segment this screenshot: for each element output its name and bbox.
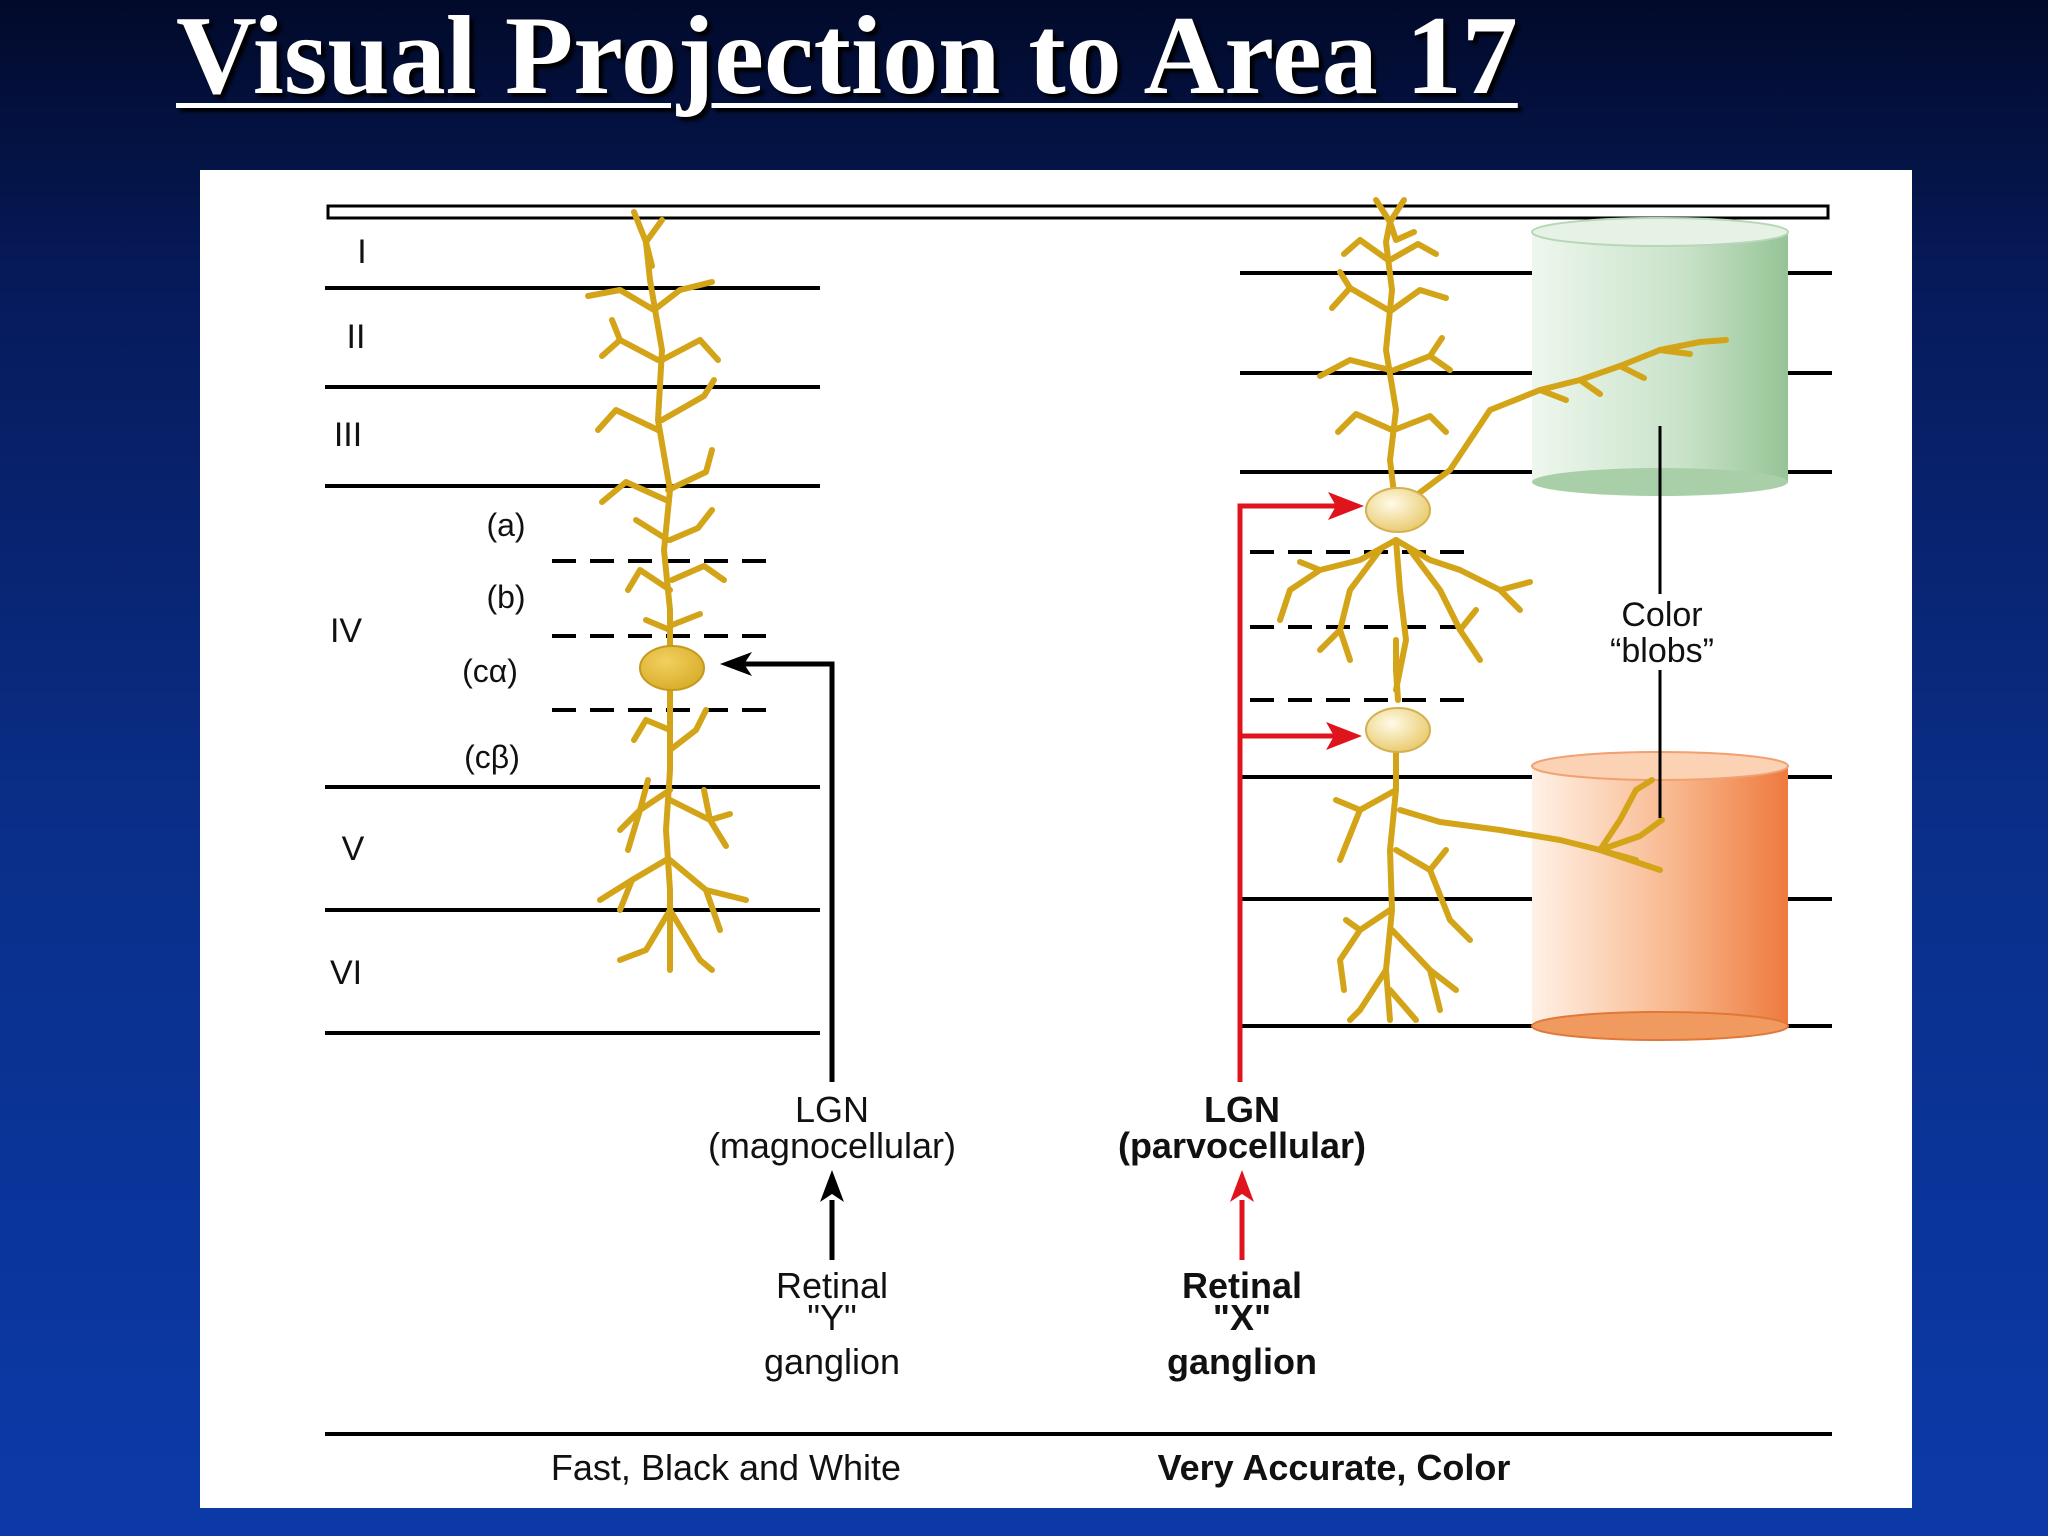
right-neuron-upper-soma: [1365, 487, 1431, 533]
pia-surface-bar: [326, 204, 1830, 220]
retinal-y-line1: Retinal: [776, 1265, 888, 1306]
lgn-magno-title: LGN: [795, 1089, 869, 1130]
layer-label-iv: IV: [330, 612, 362, 650]
right-neuron-lower-dendrites: [1333, 637, 1665, 1023]
sublayer-label-b: (b): [486, 579, 525, 615]
layer-label-v: V: [342, 830, 365, 868]
layer-label-ii: II: [347, 318, 366, 356]
magnocellular-arrow: [720, 652, 835, 1082]
sublayer-label-c-alpha: (cα): [462, 653, 518, 689]
lgn-parvo-subtitle: (parvocellular): [1118, 1125, 1366, 1166]
retinal-x-line2: "X": [1213, 1297, 1271, 1338]
left-neuron-soma: [639, 645, 705, 691]
retinal-x-line1: Retinal: [1182, 1265, 1302, 1306]
footer-left: Fast, Black and White: [551, 1447, 901, 1488]
lgn-parvo-title: LGN: [1204, 1089, 1280, 1130]
right-neuron-upper-dendrites: [1277, 197, 1729, 693]
left-layer-lines: [325, 286, 820, 1035]
sublayer-label-c-beta: (cβ): [464, 739, 520, 775]
layer-label-iii: III: [334, 416, 362, 454]
retinal-y-line2: "Y": [807, 1297, 857, 1338]
retinal-x-line3: ganglion: [1167, 1341, 1317, 1382]
right-neuron-lower-soma: [1365, 707, 1431, 753]
left-neuron-dendrites: [585, 209, 749, 973]
slide-title: Visual Projection to Area 17: [176, 0, 1518, 118]
retina-to-lgn-parvo-arrow: [1230, 1170, 1254, 1260]
parvocellular-arrows: [1237, 492, 1364, 1082]
layer-label-vi: VI: [330, 954, 362, 992]
sublayer-label-a: (a): [486, 507, 525, 543]
retinal-y-line3: ganglion: [764, 1341, 900, 1382]
layer-label-i: I: [357, 233, 366, 271]
color-blobs-label-line1: Color: [1621, 596, 1702, 634]
cortex-diagram: I II III IV V VI (a) (b) (cα) (cβ): [325, 197, 1832, 1488]
footer-right: Very Accurate, Color: [1158, 1447, 1511, 1488]
lgn-magno-subtitle: (magnocellular): [708, 1125, 956, 1166]
retina-to-lgn-magno-arrow: [820, 1170, 844, 1260]
color-blobs-label-line2: “blobs”: [1610, 632, 1714, 670]
